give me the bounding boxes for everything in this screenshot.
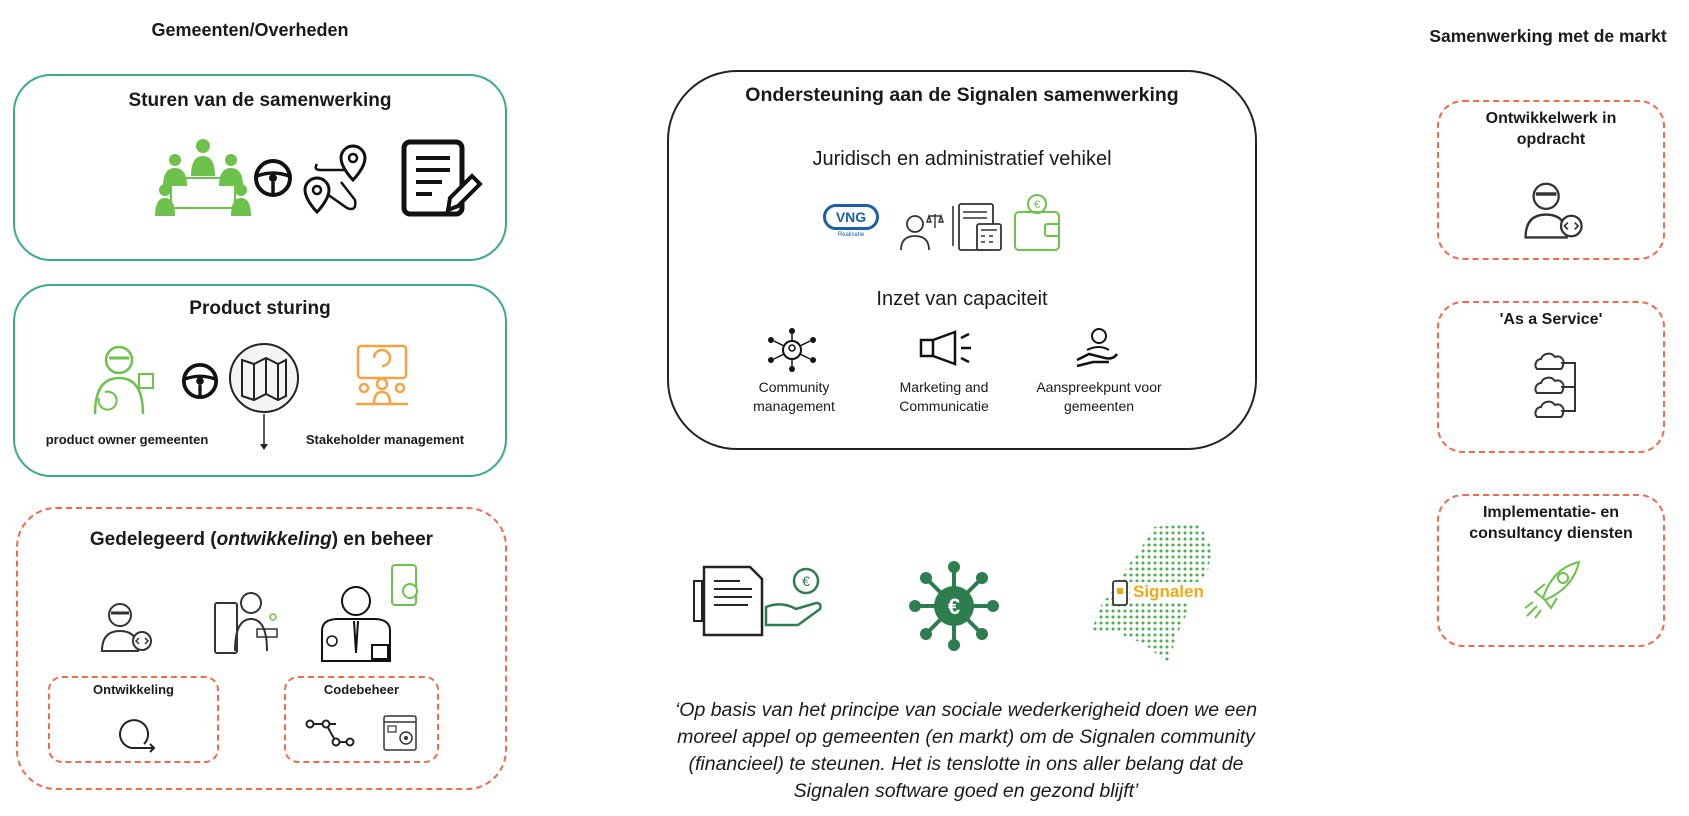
developer-icon [100,603,152,652]
steering-wheel-icon [181,362,219,400]
code-management-label: Codebeheer [323,682,400,697]
left-column-heading: Gemeenten/Overheden [151,20,349,40]
product-owner-icon [93,345,154,415]
branch-graph-icon [305,719,355,747]
rocket-icon [1524,560,1581,619]
meeting-group-icon [155,139,251,216]
signalen-map-logo: Signalen [1092,524,1212,664]
steering-box-title: Sturen van de samenwerking [128,90,392,111]
helping-hand-icon [1076,328,1119,368]
svg-text:€: € [1034,199,1040,211]
implementation-consultancy-title: Implementatie- en consultancy diensten [1469,504,1633,542]
megaphone-icon [919,330,971,366]
community-network-icon [768,328,816,372]
development-label: Ontwikkeling [93,682,174,697]
roadmap-icon [229,343,299,450]
commissioned-development-title: Ontwikkelwerk in opdracht [1485,110,1617,148]
iteration-loop-icon [119,719,156,753]
stakeholder-icon [356,344,408,406]
document-edit-icon [401,139,483,217]
support-box-title: Ondersteuning aan de Signalen samenwerki… [745,84,1179,106]
right-column-heading: Samenwerking met de markt [1429,26,1667,46]
svg-text:€: € [948,594,960,619]
calculator-notebook-icon [952,203,1002,251]
contact-point-label: Aanspreekpunt voor gemeenten [1036,379,1162,414]
marketing-label: Marketing and Communicatie [899,379,989,414]
legal-vehicle-heading: Juridisch en administratief vehikel [812,148,1112,170]
developer-icon [1524,182,1583,239]
code-management-subbox: Codebeheer [284,676,439,763]
reciprocity-quote: ‘Op basis van het principe van sociale w… [674,699,1258,802]
as-a-service-box: 'As a Service' [1437,301,1665,453]
product-steering-box: Product sturing product owner gemeenten … [13,284,507,477]
capacity-heading: Inzet van capaciteit [876,288,1048,310]
security-manager-icon [321,564,418,662]
as-a-service-title: 'As a Service' [1499,311,1603,328]
route-map-icon [303,144,367,215]
signalen-logo-text: Signalen [1130,582,1207,602]
steering-box: Sturen van de samenwerking [13,74,507,261]
euro-network-icon: € [909,561,999,651]
vng-logo: VNG Realisatie [823,204,879,244]
steering-wheel-icon [254,159,292,197]
svg-text:€: € [802,573,810,589]
commissioned-development-box: Ontwikkelwerk in opdracht [1437,100,1665,260]
legal-advisor-icon [900,213,944,251]
phone-signal-icon [1112,580,1128,606]
developer-laptop-icon [214,592,278,654]
support-box: Ondersteuning aan de Signalen samenwerki… [667,70,1257,450]
delegated-box: Gedelegeerd (ontwikkeling) en beheer Ont… [16,507,507,790]
stakeholder-label: Stakeholder management [305,432,465,447]
product-steering-title: Product sturing [189,298,331,319]
community-management-label: Community management [753,379,835,414]
wallet-euro-icon: € [1014,194,1060,251]
cloud-stack-icon [1534,352,1576,418]
contract-euro-icon: € [693,565,822,637]
product-owner-label: product owner gemeenten [45,432,209,447]
code-settings-icon [383,715,417,751]
delegated-box-title: Gedelegeerd (ontwikkeling) en beheer [89,529,434,550]
development-subbox: Ontwikkeling [48,676,219,763]
implementation-consultancy-box: Implementatie- en consultancy diensten [1437,494,1665,647]
